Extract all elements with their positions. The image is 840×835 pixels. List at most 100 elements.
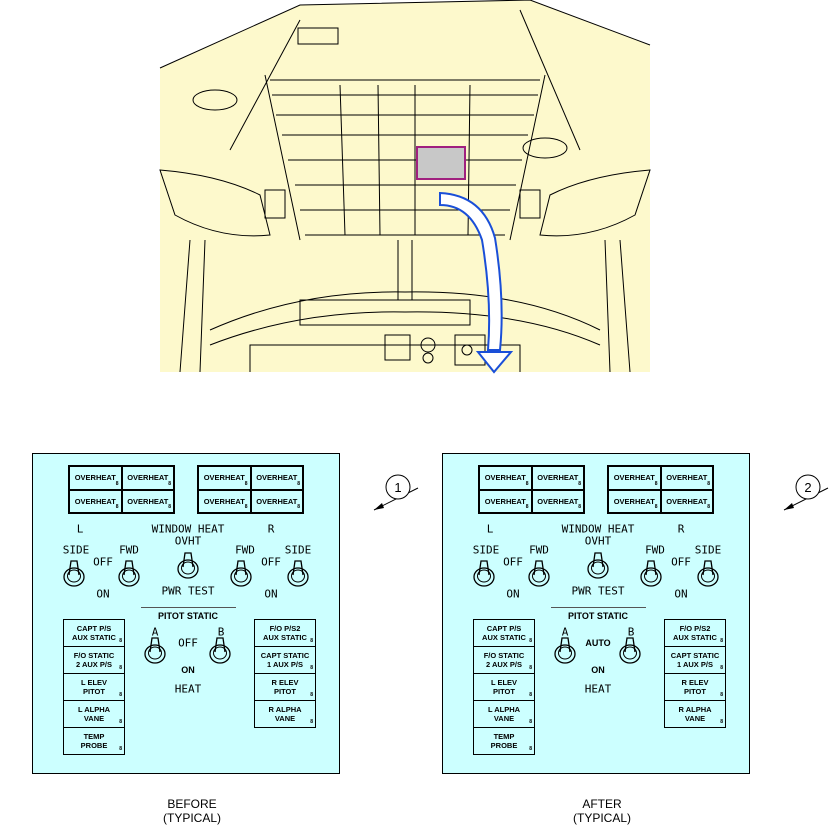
left-side-label: SIDE [472, 543, 500, 557]
annunciator-line-1: F/O STATIC [483, 651, 525, 660]
pitot-heat-switch-b[interactable] [209, 634, 231, 664]
after-caption: AFTER(TYPICAL) [573, 797, 631, 825]
right-off-label: OFF [671, 555, 691, 569]
overheat-light: OVERHEAT [479, 466, 532, 490]
pwr-test-label: PWR TEST [571, 584, 625, 598]
overheat-light: OVERHEAT [69, 466, 122, 490]
overheat-label: OVERHEAT [484, 473, 526, 483]
overheat-label: OVERHEAT [666, 496, 708, 506]
left-fwd-label: FWD [119, 543, 139, 557]
annunciator-line-1: F/O P/S2 [269, 624, 301, 633]
caption-line-1: BEFORE [167, 797, 217, 811]
left-on-label: ON [506, 587, 520, 601]
ovht-label: OVHT [584, 534, 612, 548]
window-heat-title: WINDOW HEAT [151, 522, 225, 536]
annunciator-line-2: PITOT [83, 687, 105, 696]
right-fwd-label: FWD [235, 543, 255, 557]
pwr-test-label: PWR TEST [161, 584, 215, 598]
annunciator-line-2: PITOT [493, 687, 515, 696]
pitot-heat-switch-b[interactable] [619, 634, 641, 664]
pitot-static-title: PITOT STATIC [568, 611, 628, 621]
heat-label: HEAT [174, 682, 202, 696]
caption-line-2: (TYPICAL) [572, 811, 632, 825]
overheat-label: OVERHEAT [537, 496, 579, 506]
right-fwd-label: FWD [645, 543, 665, 557]
caption-line-1: AFTER [582, 797, 622, 811]
annunciator-line-1: F/O P/S2 [679, 624, 711, 633]
overheat-label: OVERHEAT [256, 496, 298, 506]
annunciator-line-2: PROBE [490, 741, 518, 750]
window-heat-test-switch[interactable] [587, 549, 609, 579]
overheat-light: OVERHEAT [198, 489, 251, 513]
overheat-light: OVERHEAT [250, 466, 303, 490]
overheat-light: OVERHEAT [250, 489, 303, 513]
left-fwd-label: FWD [529, 543, 549, 557]
annunciator-line-1: TEMP [83, 732, 105, 741]
window-heat-left-label: L [76, 522, 84, 536]
before-panel: OVERHEATOVERHEATOVERHEATOVERHEATOVERHEAT… [32, 453, 340, 774]
pitot-mode-label: OFF [178, 636, 198, 650]
overheat-label: OVERHEAT [484, 496, 526, 506]
right-side-label: SIDE [284, 543, 312, 557]
window-heat-right-label: R [267, 522, 275, 536]
annunciator-line-2: AUX STATIC [72, 633, 116, 642]
overheat-label: OVERHEAT [127, 496, 169, 506]
cockpit-background [160, 0, 650, 372]
right-side-window-heat-switch[interactable] [697, 557, 719, 587]
pitot-heat-switch-a[interactable] [554, 634, 576, 664]
left-fwd-window-heat-switch[interactable] [118, 557, 140, 587]
left-fwd-window-heat-switch[interactable] [528, 557, 550, 587]
annunciator-line-2: VANE [83, 714, 105, 723]
overheat-light: OVERHEAT [531, 466, 584, 490]
pitot-static-divider [551, 607, 646, 608]
annunciator-line-2: PITOT [684, 687, 706, 696]
switch-a-label: A [151, 625, 159, 639]
annunciator-line-1: R ALPHA [268, 705, 302, 714]
window-heat-test-switch[interactable] [177, 549, 199, 579]
callout-number: 2 [804, 480, 811, 495]
overheat-light: OVERHEAT [531, 489, 584, 513]
annunciator-line-1: L ELEV [80, 678, 108, 687]
annunciator-line-2: 1 AUX P/S [677, 660, 713, 669]
overheat-lights-left: OVERHEAT OVERHEAT OVERHEAT OVERHEAT [478, 465, 585, 514]
highlighted-panel-location [416, 146, 466, 180]
pitot-heat-switch-a[interactable] [144, 634, 166, 664]
pitot-on-label: ON [591, 665, 605, 675]
heat-label: HEAT [584, 682, 612, 696]
right-fwd-window-heat-switch[interactable] [640, 557, 662, 587]
annunciator-line-1: CAPT STATIC [260, 651, 310, 660]
right-fwd-window-heat-switch[interactable] [230, 557, 252, 587]
annunciator-line-2: AUX STATIC [673, 633, 717, 642]
overheat-light: OVERHEAT [608, 466, 661, 490]
left-side-window-heat-switch[interactable] [473, 557, 495, 587]
annunciator-line-2: PROBE [80, 741, 108, 750]
right-off-label: OFF [261, 555, 281, 569]
annunciator-line-1: R ELEV [681, 678, 709, 687]
caption-line-2: (TYPICAL) [162, 811, 222, 825]
annunciator-line-1: L ALPHA [487, 705, 521, 714]
annunciator-line-2: 2 AUX P/S [486, 660, 522, 669]
overheat-lights-right: OVERHEATOVERHEATOVERHEATOVERHEAT [607, 465, 714, 514]
location-arrow [439, 191, 514, 374]
overheat-label: OVERHEAT [256, 473, 298, 483]
annunciator-line-2: 1 AUX P/S [267, 660, 303, 669]
overheat-label: OVERHEAT [537, 473, 579, 483]
callout-2: 2 [783, 474, 829, 511]
left-off-label: OFF [93, 555, 113, 569]
left-side-window-heat-switch[interactable] [63, 557, 85, 587]
overheat-light: OVERHEAT [121, 466, 174, 490]
ovht-label: OVHT [174, 534, 202, 548]
right-side-window-heat-switch[interactable] [287, 557, 309, 587]
